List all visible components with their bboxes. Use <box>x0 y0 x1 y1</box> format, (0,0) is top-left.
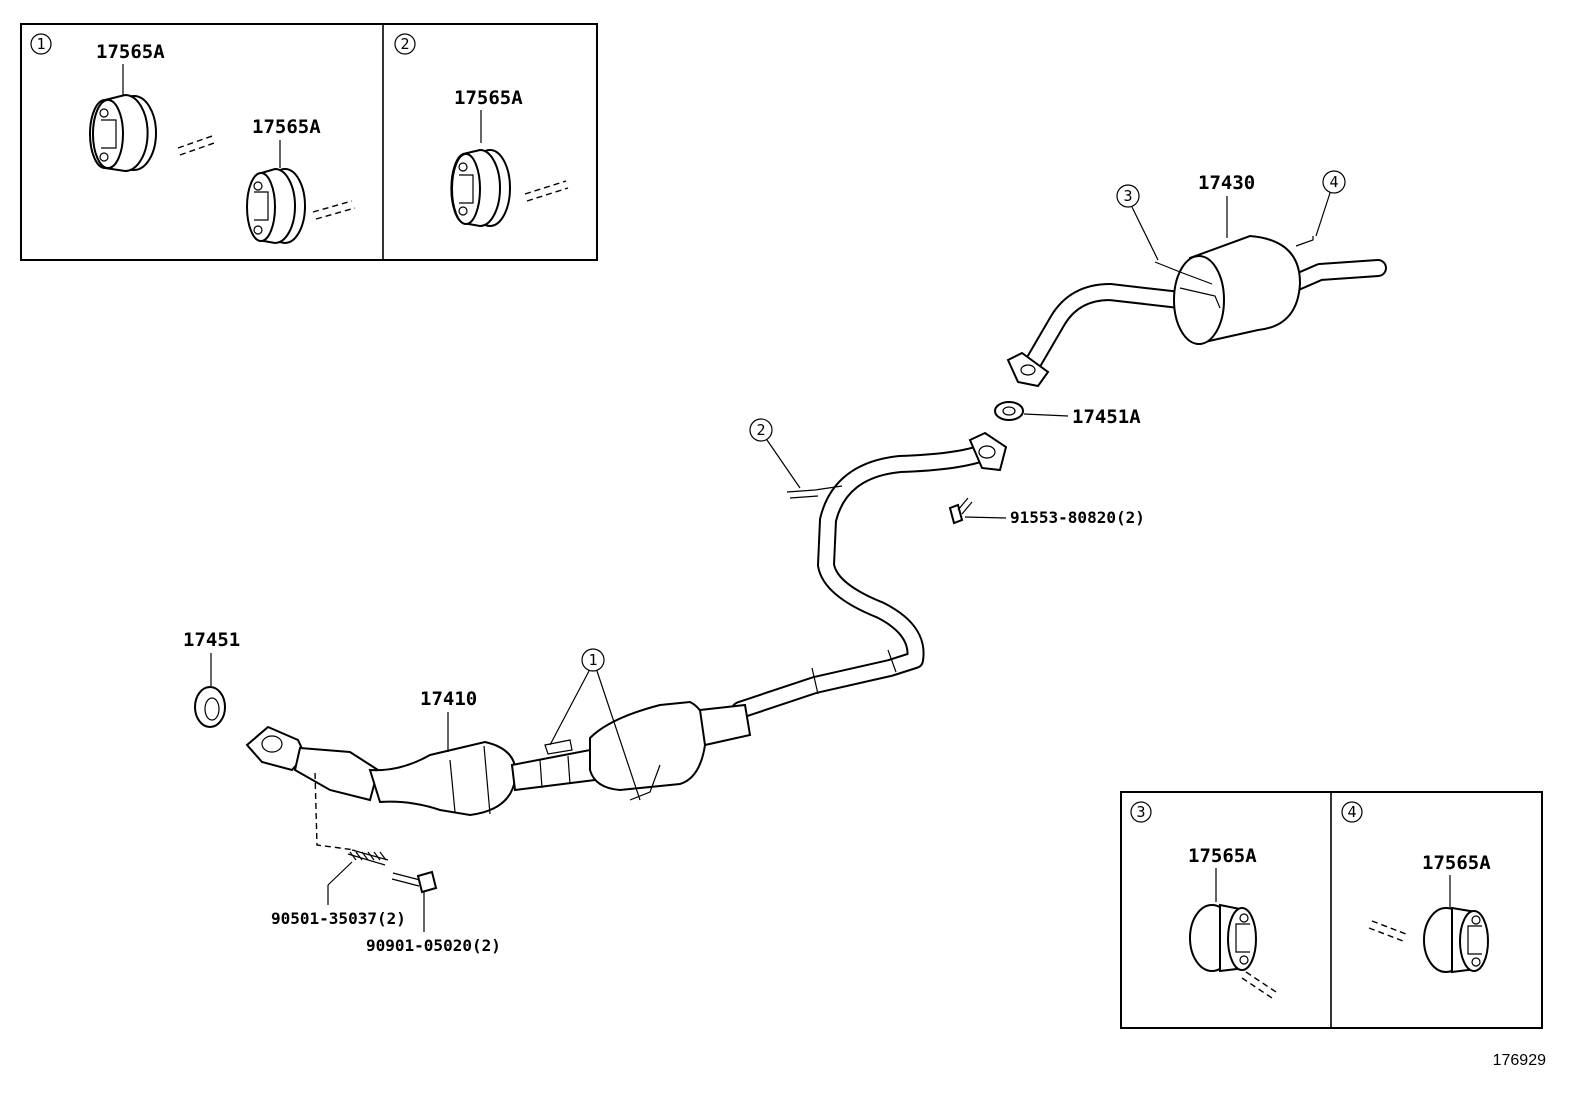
bolt-front-icon <box>391 870 438 894</box>
rubber-hanger-icon <box>450 148 511 228</box>
muffler-inlet-flange <box>1006 351 1050 388</box>
tail-muffler <box>1006 234 1387 388</box>
leader-line <box>964 516 1007 519</box>
callout-2: 2 <box>749 418 801 489</box>
rubber-hanger-icon <box>89 93 157 173</box>
callout-3: 3 <box>1116 184 1159 261</box>
inset-3-label: 17565A <box>1188 845 1257 867</box>
inset-3: 3 17565A <box>1130 801 1277 999</box>
inset-panel-1-2: 1 17565A 17565A <box>20 23 598 261</box>
part-label-bolt-rear: 91553-80820(2) <box>1010 508 1145 527</box>
front-pipe-catalytic-converter <box>245 700 752 817</box>
inset-1-ref: 1 <box>36 35 45 53</box>
inset-4-label: 17565A <box>1422 852 1491 874</box>
inset-4-ref-circle <box>1341 801 1363 823</box>
part-label-spring: 90501-35037(2) <box>271 909 406 928</box>
inset-1: 1 17565A 17565A <box>30 33 356 245</box>
part-label-front-pipe: 17410 <box>420 688 477 710</box>
hanger-rod-icon <box>524 180 569 202</box>
leader-line <box>327 861 353 886</box>
callout-4-text: 4 <box>1329 173 1338 191</box>
inset-4-ref: 4 <box>1347 803 1356 821</box>
inset-2-label: 17565A <box>454 87 523 109</box>
inset-1-label-a: 17565A <box>96 41 165 63</box>
bolt-rear-icon <box>948 497 973 525</box>
rubber-hanger-icon <box>246 167 306 245</box>
part-label-muffler: 17430 <box>1198 172 1255 194</box>
leader-line <box>1023 413 1069 417</box>
center-pipe <box>731 431 1008 719</box>
inset-4: 4 17565A <box>1341 801 1491 974</box>
inset-panel-3-4: 3 17565A 4 17565A <box>1120 791 1543 1029</box>
rubber-hanger-icon <box>1423 906 1489 974</box>
inset-2: 2 17565A <box>394 33 569 228</box>
center-pipe-flange <box>968 431 1008 472</box>
inset-1-ref-circle <box>30 33 52 55</box>
inset-3-ref: 3 <box>1136 803 1145 821</box>
hanger-rod-icon <box>177 134 218 156</box>
muffler-end-cap <box>1173 255 1225 345</box>
rubber-hanger-icon <box>1189 903 1257 973</box>
part-label-gasket-front: 17451 <box>183 629 240 651</box>
spring-icon <box>347 849 389 866</box>
hanger-rod-icon <box>1241 971 1277 999</box>
hanger-rod-icon <box>312 200 356 220</box>
gasket-rear <box>994 401 1024 421</box>
inset-2-ref-circle <box>394 33 416 55</box>
callout-1-text: 1 <box>588 651 597 669</box>
part-label-bolt-front: 90901-05020(2) <box>366 936 501 955</box>
hanger-rod-icon <box>1368 920 1407 942</box>
callout-1: 1 <box>549 648 641 801</box>
assembly-dashed-line <box>314 772 356 851</box>
catalog-number: 176929 <box>1493 1052 1546 1069</box>
gasket-front <box>194 686 226 728</box>
inset-1-label-b: 17565A <box>252 116 321 138</box>
callout-4: 4 <box>1315 170 1346 237</box>
inset-2-ref: 2 <box>400 35 409 53</box>
part-label-gasket-rear: 17451A <box>1072 406 1141 428</box>
callout-2-text: 2 <box>756 421 765 439</box>
inset-3-ref-circle <box>1130 801 1152 823</box>
callout-3-text: 3 <box>1123 187 1132 205</box>
